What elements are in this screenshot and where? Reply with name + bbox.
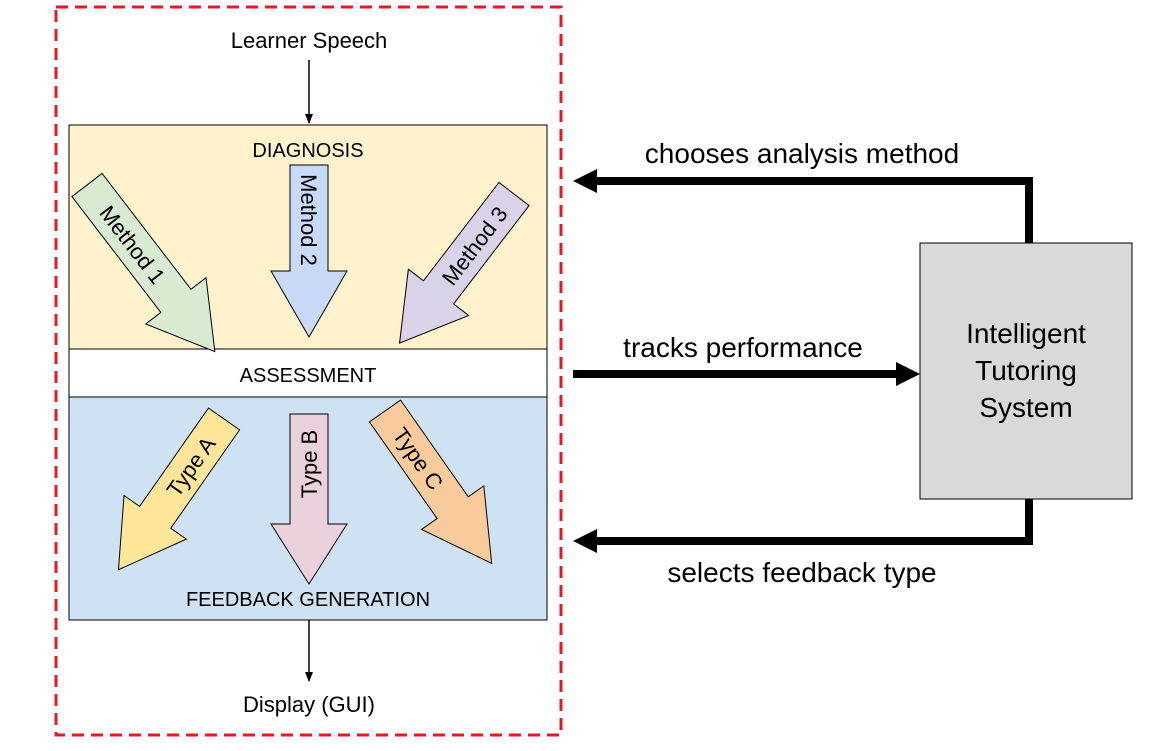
its-label-line-2: Tutoring: [975, 355, 1077, 386]
diagnosis-title: DIAGNOSIS: [252, 140, 363, 162]
assessment-title: ASSESSMENT: [240, 365, 377, 387]
method-2-arrow: Method 2: [270, 164, 348, 339]
module-boundary: [54, 5, 563, 737]
assessment-panel: [68, 348, 548, 398]
type-b-label: Type B: [297, 430, 322, 498]
type-b-arrow: Type B: [270, 413, 348, 585]
select-feedback-connector: [573, 499, 1033, 553]
its-label-line-3: System: [979, 392, 1072, 423]
choose-method-connector: [573, 169, 1033, 243]
its-box: [919, 242, 1133, 500]
learner-speech-label: Learner Speech: [231, 28, 388, 53]
feedback-title: FEEDBACK GENERATION: [186, 589, 430, 611]
choose-method-text: chooses analysis method: [645, 138, 959, 169]
display-gui-label: Display (GUI): [243, 692, 375, 717]
track-performance-text: tracks performance: [623, 332, 863, 363]
track-performance-connector: [573, 362, 920, 386]
method-2-label: Method 2: [296, 174, 321, 266]
its-label-line-1: Intelligent: [966, 318, 1086, 349]
select-feedback-text: selects feedback type: [667, 557, 936, 588]
